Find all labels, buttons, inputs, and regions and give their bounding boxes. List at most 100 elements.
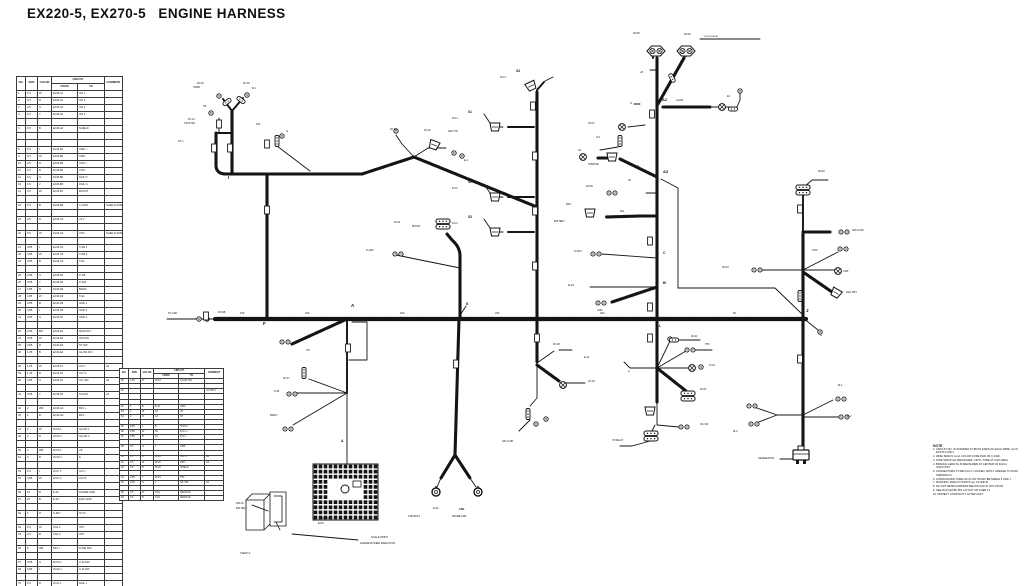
table-cell: 2 bbox=[25, 405, 38, 413]
table-cell: G bbox=[37, 272, 52, 280]
stacked-connector-icon bbox=[643, 430, 659, 442]
terminal-pair-icon bbox=[590, 251, 602, 257]
table-cell: 65 bbox=[16, 545, 26, 553]
table-cell: W-02 2 bbox=[51, 566, 78, 574]
table-cell: 9 bbox=[16, 153, 26, 161]
table-cell: 42 bbox=[16, 391, 26, 399]
table-cell bbox=[51, 461, 78, 469]
terminal-icon bbox=[216, 93, 222, 99]
table-cell: 36 bbox=[16, 349, 26, 357]
terminal-pair-icon bbox=[392, 251, 404, 257]
table-cell: R bbox=[37, 216, 52, 224]
table-cell: R bbox=[37, 370, 52, 378]
table-cell: 39 bbox=[16, 370, 26, 378]
terminal-icon bbox=[543, 416, 549, 422]
table-cell bbox=[37, 538, 52, 546]
clip-icon bbox=[797, 354, 803, 364]
table-cell: 0.5 bbox=[25, 531, 38, 539]
ring-terminal-icon bbox=[473, 486, 483, 497]
sealed-connector-icon bbox=[676, 45, 696, 57]
table-cell: 0.5 bbox=[25, 90, 38, 98]
table-row bbox=[16, 440, 123, 448]
table-cell: W bbox=[37, 363, 52, 371]
table-cell bbox=[104, 517, 123, 525]
col-header: FROM bbox=[51, 83, 78, 91]
table-cell: 51 bbox=[16, 454, 26, 462]
plug-connector-icon bbox=[489, 227, 501, 237]
ecm-connector-grid-icon bbox=[312, 463, 379, 521]
table-cell bbox=[104, 258, 123, 266]
table-cell: THA bbox=[77, 293, 105, 301]
round-connector-icon bbox=[618, 123, 626, 131]
table-cell: R bbox=[37, 510, 52, 518]
clip-icon bbox=[797, 204, 803, 214]
table-cell bbox=[104, 321, 123, 329]
table-row bbox=[16, 398, 123, 406]
table-cell bbox=[51, 118, 78, 126]
table-cell bbox=[104, 209, 123, 217]
table-row bbox=[16, 265, 123, 273]
table-cell: 0.85 bbox=[25, 391, 38, 399]
table-cell bbox=[25, 384, 38, 392]
table-cell bbox=[16, 461, 26, 469]
table-cell: ALT L bbox=[77, 468, 105, 476]
table-cell bbox=[104, 524, 123, 532]
table-cell: 1.25 bbox=[25, 370, 38, 378]
table-cell: CMP + bbox=[77, 146, 105, 154]
table-cell bbox=[16, 398, 26, 406]
table-cell: INJ 4 bbox=[77, 111, 105, 119]
table-cell bbox=[25, 503, 38, 511]
table-cell: L bbox=[37, 244, 52, 252]
table-cell bbox=[104, 132, 123, 140]
col-header: SIZE bbox=[128, 367, 141, 380]
table-cell bbox=[51, 552, 78, 560]
col-header: NO. bbox=[119, 367, 129, 380]
table-cell bbox=[77, 573, 105, 581]
table-cell: 2 bbox=[25, 412, 38, 420]
inline-connector-icon bbox=[728, 106, 738, 112]
table-cell: ECM-A4 bbox=[51, 111, 78, 119]
inline-connector-icon bbox=[669, 337, 679, 343]
table-cell: W-06 2 bbox=[51, 454, 78, 462]
table-cell: 13 bbox=[16, 181, 26, 189]
table-cell bbox=[51, 356, 78, 364]
table-cell: 30 bbox=[16, 307, 26, 315]
table-cell: L bbox=[37, 146, 52, 154]
table-cell bbox=[104, 118, 123, 126]
table-cell: 0.85 bbox=[25, 244, 38, 252]
table-cell bbox=[104, 538, 123, 546]
table-cell bbox=[16, 209, 26, 217]
table-cell bbox=[25, 118, 38, 126]
table-cell bbox=[25, 573, 38, 581]
table-cell bbox=[104, 300, 123, 308]
table-cell: 0.5 bbox=[128, 495, 141, 502]
table-cell: 22 bbox=[16, 251, 26, 259]
table-cell: RAIL G bbox=[77, 181, 105, 189]
table-cell: 27 bbox=[16, 286, 26, 294]
table-cell bbox=[16, 139, 26, 147]
table-cell: Y bbox=[37, 391, 52, 399]
table-cell: 8 bbox=[16, 146, 26, 154]
table-cell bbox=[16, 321, 26, 329]
table-row bbox=[16, 132, 123, 140]
table-cell bbox=[104, 307, 123, 315]
inline-connector-icon bbox=[236, 95, 246, 105]
table-cell bbox=[104, 188, 123, 196]
table-cell bbox=[16, 237, 26, 245]
table-cell bbox=[104, 272, 123, 280]
table-cell bbox=[16, 223, 26, 231]
table-row bbox=[16, 482, 123, 490]
table-cell: W-07 1 bbox=[51, 468, 78, 476]
table-cell: ECM-C3 bbox=[51, 230, 78, 238]
table-cell: ECM-B2 bbox=[51, 153, 78, 161]
terminal-icon bbox=[393, 128, 399, 134]
table-cell: ALT R bbox=[77, 475, 105, 483]
pin-connector-icon bbox=[274, 135, 280, 147]
table-cell bbox=[16, 384, 26, 392]
table-cell bbox=[25, 419, 38, 427]
